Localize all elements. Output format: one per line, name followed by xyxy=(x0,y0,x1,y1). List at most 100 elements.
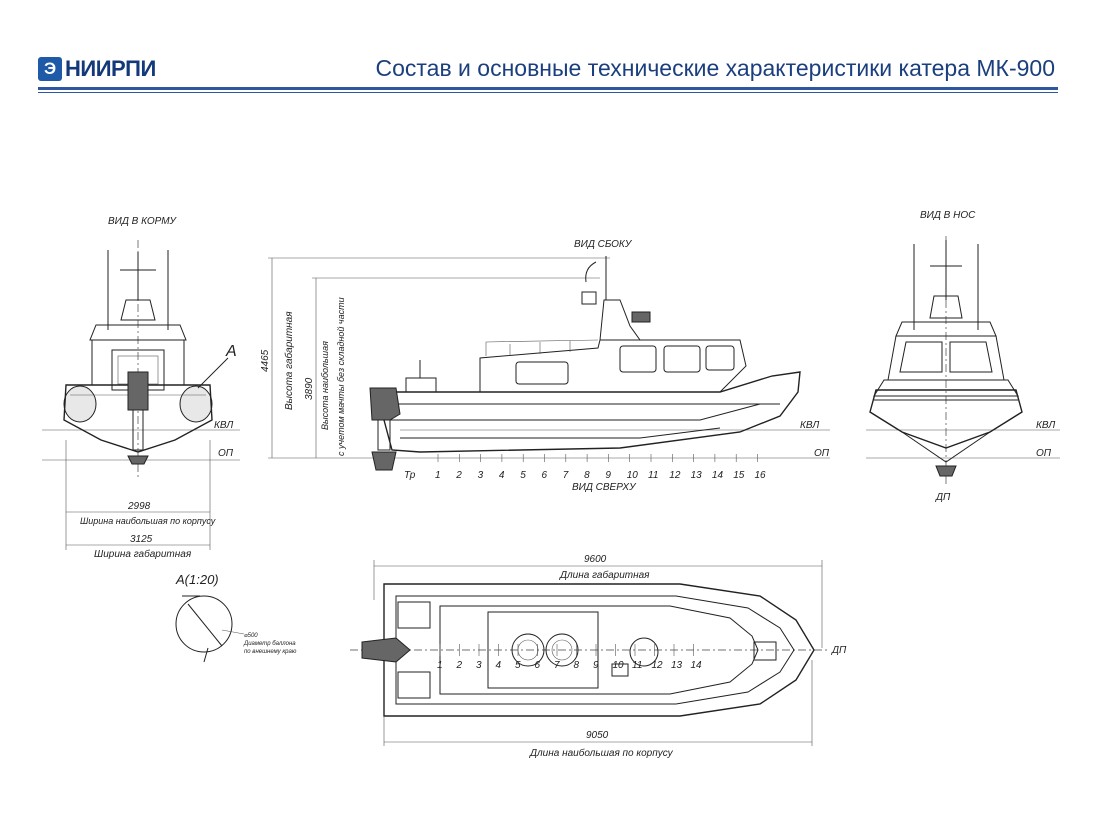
stern-hull xyxy=(63,384,213,453)
side-frame-label-6: 6 xyxy=(542,470,548,481)
max-height-text-2: с учетом мачты без складной части xyxy=(336,297,346,456)
side-chine-line xyxy=(390,403,761,421)
overall-height-text: Высота габаритная xyxy=(283,311,295,410)
side-window-4 xyxy=(705,345,735,371)
side-frame-label-10: 10 xyxy=(627,470,639,481)
hull-width-value: 2998 xyxy=(127,501,151,512)
top-hull-outline xyxy=(383,583,815,717)
side-frame-label-5: 5 xyxy=(520,470,526,481)
side-propeller xyxy=(371,451,397,471)
top-view-title: ВИД СВЕРХУ xyxy=(572,482,637,493)
logo-mark: Э xyxy=(38,57,62,81)
stern-fender-left xyxy=(63,385,97,423)
top-hatch-2-inner xyxy=(551,639,573,661)
stern-kvl-label: КВЛ xyxy=(214,420,233,431)
top-frame-label-8: 8 xyxy=(574,660,580,671)
bow-radar-base xyxy=(929,295,963,319)
bow-fender xyxy=(873,379,1019,397)
stern-roof xyxy=(89,324,187,341)
stern-motor-leg xyxy=(132,409,144,451)
overall-height-value: 4465 xyxy=(260,349,271,372)
top-outboard-motor xyxy=(361,637,411,663)
side-frame-label-9: 9 xyxy=(605,470,611,481)
fender-diameter-line xyxy=(187,603,223,647)
page-title: Состав и основные технические характерис… xyxy=(375,55,1055,81)
detail-a-view: А(1:20) ⌀500 Диаметр баллона по внешнему… xyxy=(175,572,297,663)
detail-a-title: А(1:20) xyxy=(175,572,219,587)
side-spray-rail xyxy=(400,427,721,439)
company-logo: Э НИИРПИ xyxy=(38,56,156,82)
side-radar xyxy=(631,311,651,323)
side-flag xyxy=(581,291,597,305)
side-window-2 xyxy=(619,345,657,373)
max-height-value: 3890 xyxy=(304,377,315,400)
bow-kvl-label: КВЛ xyxy=(1036,420,1055,431)
side-cabin xyxy=(479,339,747,393)
top-frame-label-7: 7 xyxy=(554,660,560,671)
side-motor-leg xyxy=(377,419,391,451)
top-frame-label-2: 2 xyxy=(456,660,463,671)
top-frame-label-11: 11 xyxy=(632,660,642,671)
stern-view-title: ВИД В КОРМУ xyxy=(108,216,178,227)
top-deck-outline xyxy=(439,605,759,695)
top-frame-label-12: 12 xyxy=(652,660,664,671)
overall-length-value: 9600 xyxy=(584,554,607,565)
logo-text: НИИРПИ xyxy=(65,56,156,81)
top-frame-label-13: 13 xyxy=(671,660,683,671)
side-window-3 xyxy=(663,345,701,373)
side-roof-rail xyxy=(485,339,599,356)
max-height-text-1: Высота наибольшая xyxy=(320,341,330,430)
bow-propeller xyxy=(935,465,957,477)
bow-op-label: ОП xyxy=(1036,448,1052,459)
header-rule-thick xyxy=(38,87,1058,90)
side-frame-label-3: 3 xyxy=(478,470,484,481)
overall-width-text: Ширина габаритная xyxy=(94,548,192,560)
hull-length-text: Длина наибольшая по корпусу xyxy=(529,747,674,759)
top-frame-label-9: 9 xyxy=(593,660,599,671)
top-hatch-2 xyxy=(545,633,579,667)
fender-section-circle xyxy=(175,595,233,653)
side-frame-label-11: 11 xyxy=(648,470,658,481)
stern-cabin-top xyxy=(120,299,156,321)
stern-op-label: ОП xyxy=(218,448,234,459)
fender-diameter-text-2: по внешнему краю xyxy=(244,649,297,655)
top-frame-label-14: 14 xyxy=(691,660,703,671)
side-mast-base xyxy=(599,299,641,341)
hull-width-text: Ширина наибольшая по корпусу xyxy=(80,516,216,526)
overall-length-text: Длина габаритная xyxy=(559,569,650,581)
bow-dp-label: ДП xyxy=(935,492,951,503)
bow-view: ВИД В НОС КВЛ ОП ДП xyxy=(866,210,1060,503)
top-frame-label-6: 6 xyxy=(535,660,541,671)
side-frame-label-8: 8 xyxy=(584,470,590,481)
detail-a-marker: А xyxy=(225,343,237,360)
side-kvl-label: КВЛ xyxy=(800,420,819,431)
side-frame-label-16: 16 xyxy=(755,470,767,481)
top-bow-hatch xyxy=(753,641,777,661)
fender-diameter-leader xyxy=(221,629,245,635)
fender-diameter-text-1: Диаметр баллона xyxy=(243,641,296,647)
overall-width-value: 3125 xyxy=(130,534,153,545)
side-view: ВИД СБОКУ 4465 Высота габаритная 3890 Вы… xyxy=(260,239,830,493)
bow-window-right xyxy=(949,341,993,373)
top-frame-label-1: 1 xyxy=(437,660,443,671)
side-frame-label-12: 12 xyxy=(669,470,681,481)
top-stern-block-left xyxy=(397,601,431,629)
header-rule-thin xyxy=(38,92,1058,93)
stern-view: ВИД В КОРМУ А КВЛ ОП xyxy=(42,216,240,560)
side-frame-label-7: 7 xyxy=(563,470,569,481)
side-frame-label-4: 4 xyxy=(499,470,505,481)
side-transom-label: Тр xyxy=(404,470,416,481)
side-folding-mast xyxy=(585,261,597,283)
top-stern-block-right xyxy=(397,671,431,699)
top-frame-label-4: 4 xyxy=(496,660,502,671)
side-hull xyxy=(379,371,801,453)
side-window-1 xyxy=(515,361,569,385)
top-hatch-1 xyxy=(511,633,545,667)
side-frame-label-14: 14 xyxy=(712,470,724,481)
bow-window-left xyxy=(899,341,943,373)
fender-diameter-value: ⌀500 xyxy=(244,633,258,639)
top-frame-label-5: 5 xyxy=(515,660,521,671)
